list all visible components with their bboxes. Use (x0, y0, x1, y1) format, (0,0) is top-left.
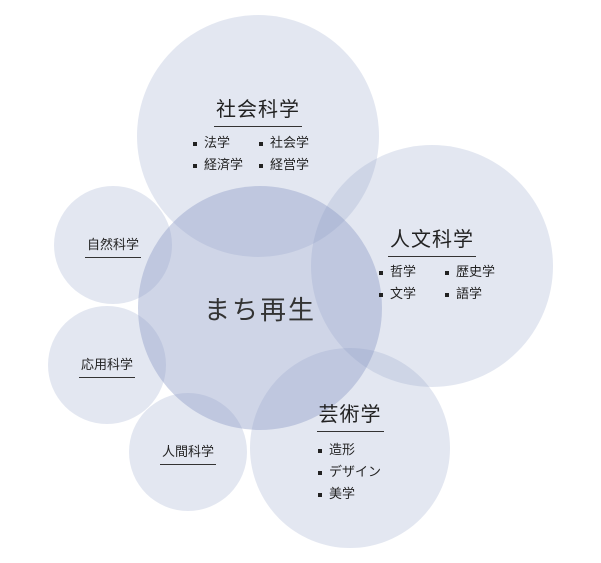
applied-science-title: 応用科学 (62, 354, 152, 378)
circle-social-science (137, 15, 379, 257)
circle-arts (250, 348, 450, 548)
human-science-title: 人間科学 (143, 441, 233, 465)
social-science-items: 法学 社会学 経済学 経営学 (193, 133, 317, 177)
humanities-items: 哲学 歴史学 文学 語学 (379, 262, 503, 306)
circle-human-science (129, 393, 247, 511)
circle-humanities (311, 145, 553, 387)
list-item: 法学 (193, 133, 251, 155)
list-item: 経済学 (193, 155, 251, 177)
circle-natural-science (54, 186, 172, 304)
list-item: 語学 (445, 284, 503, 306)
natural-science-title: 自然科学 (68, 234, 158, 258)
social-science-title: 社会科学 (188, 93, 328, 127)
list-item: 美学 (318, 484, 376, 506)
humanities-title: 人文科学 (362, 223, 502, 257)
list-item: 造形 (318, 440, 376, 462)
list-item: 文学 (379, 284, 437, 306)
center-title: まち再生 (203, 296, 316, 326)
list-item: 哲学 (379, 262, 437, 284)
list-item: デザイン (318, 462, 381, 484)
list-item: 歴史学 (445, 262, 503, 284)
list-item: 経営学 (259, 155, 317, 177)
list-item: 社会学 (259, 133, 317, 155)
arts-title: 芸術学 (290, 398, 410, 432)
arts-items: 造形 デザイン 美学 (318, 440, 381, 506)
circle-center (138, 186, 382, 430)
circle-applied-science (48, 306, 166, 424)
